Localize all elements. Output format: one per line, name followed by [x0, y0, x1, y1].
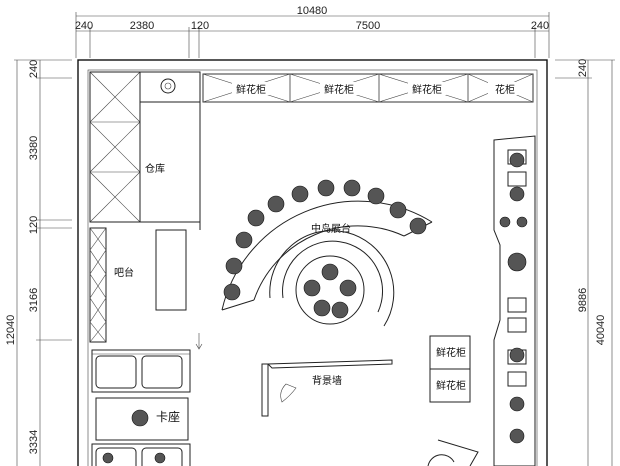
backdrop-wall: 背景墙 [261, 359, 393, 417]
left-dim-1: 240 [28, 60, 40, 78]
flower-cabinet-label: 鲜花柜 [324, 83, 354, 96]
top-total-dimension: 10480 [297, 5, 328, 17]
sink-icon [160, 78, 176, 94]
right-dim-1: 240 [577, 59, 589, 77]
potted-plant-icon [339, 279, 357, 297]
island-display-label: 中岛展台 [311, 222, 351, 235]
left-dim-4: 3166 [28, 288, 40, 312]
door-arrow-icon [195, 333, 203, 350]
warehouse: 仓库 [89, 71, 201, 230]
left-dim-2: 3380 [28, 136, 40, 160]
top-dim-2: 2380 [130, 20, 154, 32]
bar-counter-label: 吧台 [114, 266, 134, 279]
potted-plant-icon [154, 452, 166, 464]
potted-plant-icon [509, 347, 525, 363]
potted-plant-icon [317, 179, 335, 197]
lounge-chairs [427, 439, 479, 466]
left-dim-5: 3334 [28, 430, 40, 454]
potted-plant-icon [131, 409, 149, 427]
potted-plant-icon [291, 185, 309, 203]
potted-plant-icon [102, 452, 114, 464]
center-flower-cabinets: 鲜花柜 鲜花柜 [429, 335, 471, 403]
potted-plant-icon [509, 396, 525, 412]
backdrop-wall-label: 背景墙 [312, 374, 342, 387]
potted-plant-icon [223, 283, 241, 301]
top-flower-cabinets: 鲜花柜 鲜花柜 鲜花柜 花柜 [202, 73, 534, 103]
left-dimension-chain: 12040 240 3380 120 3166 3334 [5, 59, 72, 466]
outer-walls [77, 59, 548, 466]
top-dim-1: 240 [75, 20, 93, 32]
flower-cabinet-label: 花柜 [495, 83, 515, 96]
potted-plant-icon [313, 299, 331, 317]
potted-plant-icon [509, 186, 525, 202]
booth-label: 卡座 [156, 409, 180, 424]
top-dim-4: 7500 [356, 20, 380, 32]
right-dim-2: 9886 [577, 288, 589, 312]
top-dim-3: 120 [191, 20, 209, 32]
right-dimension-chain: 40040 240 9886 [555, 59, 615, 466]
right-total-dimension: 40040 [595, 315, 607, 346]
potted-plant-icon [267, 195, 285, 213]
left-total-dimension: 12040 [5, 315, 17, 346]
circular-center-display [269, 230, 395, 327]
potted-plant-icon [389, 201, 407, 219]
potted-plant-icon [225, 257, 243, 275]
warehouse-label: 仓库 [145, 162, 165, 175]
flower-cabinet-label: 鲜花柜 [436, 379, 466, 392]
flower-cabinet-label: 鲜花柜 [436, 346, 466, 359]
booth-area: 卡座 [91, 349, 191, 466]
bar-counter: 吧台 [89, 227, 187, 343]
potted-plant-icon [235, 231, 253, 249]
flower-cabinet-label: 鲜花柜 [412, 83, 442, 96]
island-display: 中岛展台 [221, 179, 433, 311]
potted-plant-icon [303, 279, 321, 297]
potted-plant-icon [509, 428, 525, 444]
potted-plant-icon [409, 217, 427, 235]
top-dimension-chain: 10480 240 2380 120 7500 240 [75, 5, 550, 58]
potted-plant-icon [367, 187, 385, 205]
potted-plant-icon [321, 263, 339, 281]
right-display-wall [493, 135, 536, 466]
top-dim-5: 240 [531, 20, 549, 32]
potted-plant-icon [507, 252, 527, 272]
potted-plant-icon [343, 179, 361, 197]
flower-cabinet-label: 鲜花柜 [236, 83, 266, 96]
left-dim-3: 120 [28, 216, 40, 234]
potted-plant-icon [509, 152, 525, 168]
potted-plant-icon [516, 216, 528, 228]
potted-plant-icon [247, 209, 265, 227]
potted-plant-icon [331, 301, 349, 319]
potted-plant-icon [499, 216, 511, 228]
